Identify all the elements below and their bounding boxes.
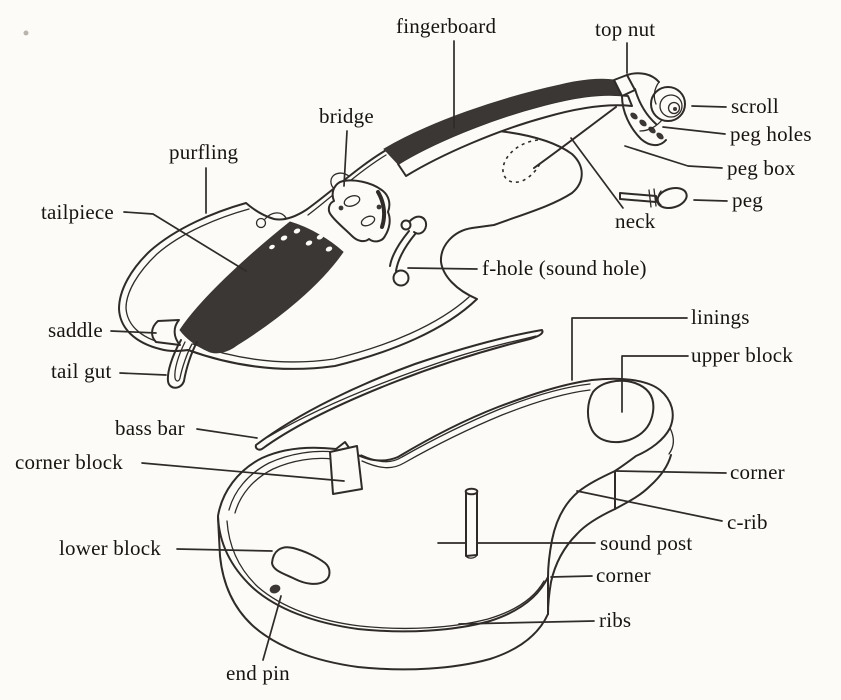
label-bass-bar: bass bar bbox=[115, 416, 185, 440]
leader-peg-holes bbox=[662, 126, 726, 135]
label-corner-lower: corner bbox=[596, 563, 651, 587]
bridge-drawing bbox=[327, 172, 391, 243]
purfling-line bbox=[192, 296, 470, 363]
bass-f-hole bbox=[255, 212, 287, 229]
linings-drawing bbox=[228, 383, 591, 514]
purfling-line-left bbox=[125, 208, 250, 344]
leader-end-pin bbox=[262, 595, 282, 661]
tail-gut-drawing bbox=[166, 339, 198, 389]
corner-block-drawing bbox=[329, 445, 363, 495]
leader-corner-upper bbox=[615, 470, 727, 474]
violin-top-plate-drawing bbox=[118, 128, 583, 389]
neck-assembly-drawing bbox=[383, 72, 688, 210]
leader-upper-block bbox=[621, 355, 689, 413]
leader-lines bbox=[110, 40, 728, 661]
leader-peg bbox=[693, 199, 728, 202]
rib-inner-rim bbox=[226, 520, 545, 630]
label-fingerboard: fingerboard bbox=[396, 14, 497, 38]
label-peg-holes: peg holes bbox=[730, 122, 812, 146]
peg-box-drawing bbox=[621, 72, 667, 147]
leader-tailpiece bbox=[123, 211, 247, 272]
label-peg-box: peg box bbox=[727, 156, 796, 180]
label-sound-post: sound post bbox=[600, 531, 693, 555]
rib-walls bbox=[217, 427, 674, 671]
saddle-drawing bbox=[151, 319, 181, 346]
label-scroll: scroll bbox=[731, 94, 779, 118]
leader-linings bbox=[571, 317, 688, 381]
end-pin-drawing bbox=[269, 584, 281, 594]
f-hole-drawing bbox=[389, 215, 428, 287]
label-corner-block: corner block bbox=[15, 450, 123, 474]
leader-tail-gut bbox=[119, 372, 167, 376]
label-saddle: saddle bbox=[48, 318, 103, 342]
leader-bridge bbox=[343, 130, 348, 187]
leader-scroll bbox=[691, 105, 727, 108]
scroll-drawing bbox=[639, 81, 686, 132]
leader-saddle bbox=[110, 330, 157, 334]
leader-f-hole bbox=[407, 267, 478, 270]
label-corner-upper: corner bbox=[730, 460, 785, 484]
label-bridge: bridge bbox=[319, 104, 374, 128]
leader-ribs bbox=[458, 620, 595, 625]
label-linings: linings bbox=[691, 305, 750, 329]
neck-line bbox=[533, 106, 617, 169]
label-lower-block: lower block bbox=[59, 536, 161, 560]
label-c-rib: c-rib bbox=[727, 510, 768, 534]
bass-bar-drawing bbox=[254, 329, 544, 451]
label-f-hole: f-hole (sound hole) bbox=[482, 256, 647, 280]
leader-bass-bar bbox=[196, 428, 258, 439]
lower-block-drawing bbox=[271, 546, 331, 585]
label-neck: neck bbox=[615, 209, 656, 233]
leader-corner-block bbox=[141, 462, 345, 482]
leader-peg-box bbox=[624, 145, 723, 169]
label-end-pin: end pin bbox=[226, 661, 290, 685]
label-peg: peg bbox=[732, 188, 763, 212]
peg-drawing bbox=[619, 186, 688, 210]
leader-lower-block bbox=[176, 548, 273, 552]
sound-post-drawing bbox=[464, 487, 479, 559]
label-top-nut: top nut bbox=[595, 17, 656, 41]
rib-top-rim bbox=[217, 377, 674, 633]
label-tail-gut: tail gut bbox=[51, 359, 112, 383]
scan-artifact-dot bbox=[23, 30, 29, 36]
label-tailpiece: tailpiece bbox=[41, 200, 114, 224]
leader-corner-lower bbox=[550, 575, 593, 578]
fingerboard-top bbox=[383, 78, 630, 165]
label-upper-block: upper block bbox=[691, 343, 793, 367]
label-ribs: ribs bbox=[599, 608, 632, 632]
upper-block-drawing bbox=[587, 379, 655, 444]
tailpiece-drawing bbox=[179, 221, 344, 354]
leader-c-rib bbox=[576, 490, 723, 522]
label-purfling: purfling bbox=[169, 140, 239, 164]
leader-neck bbox=[570, 137, 624, 209]
